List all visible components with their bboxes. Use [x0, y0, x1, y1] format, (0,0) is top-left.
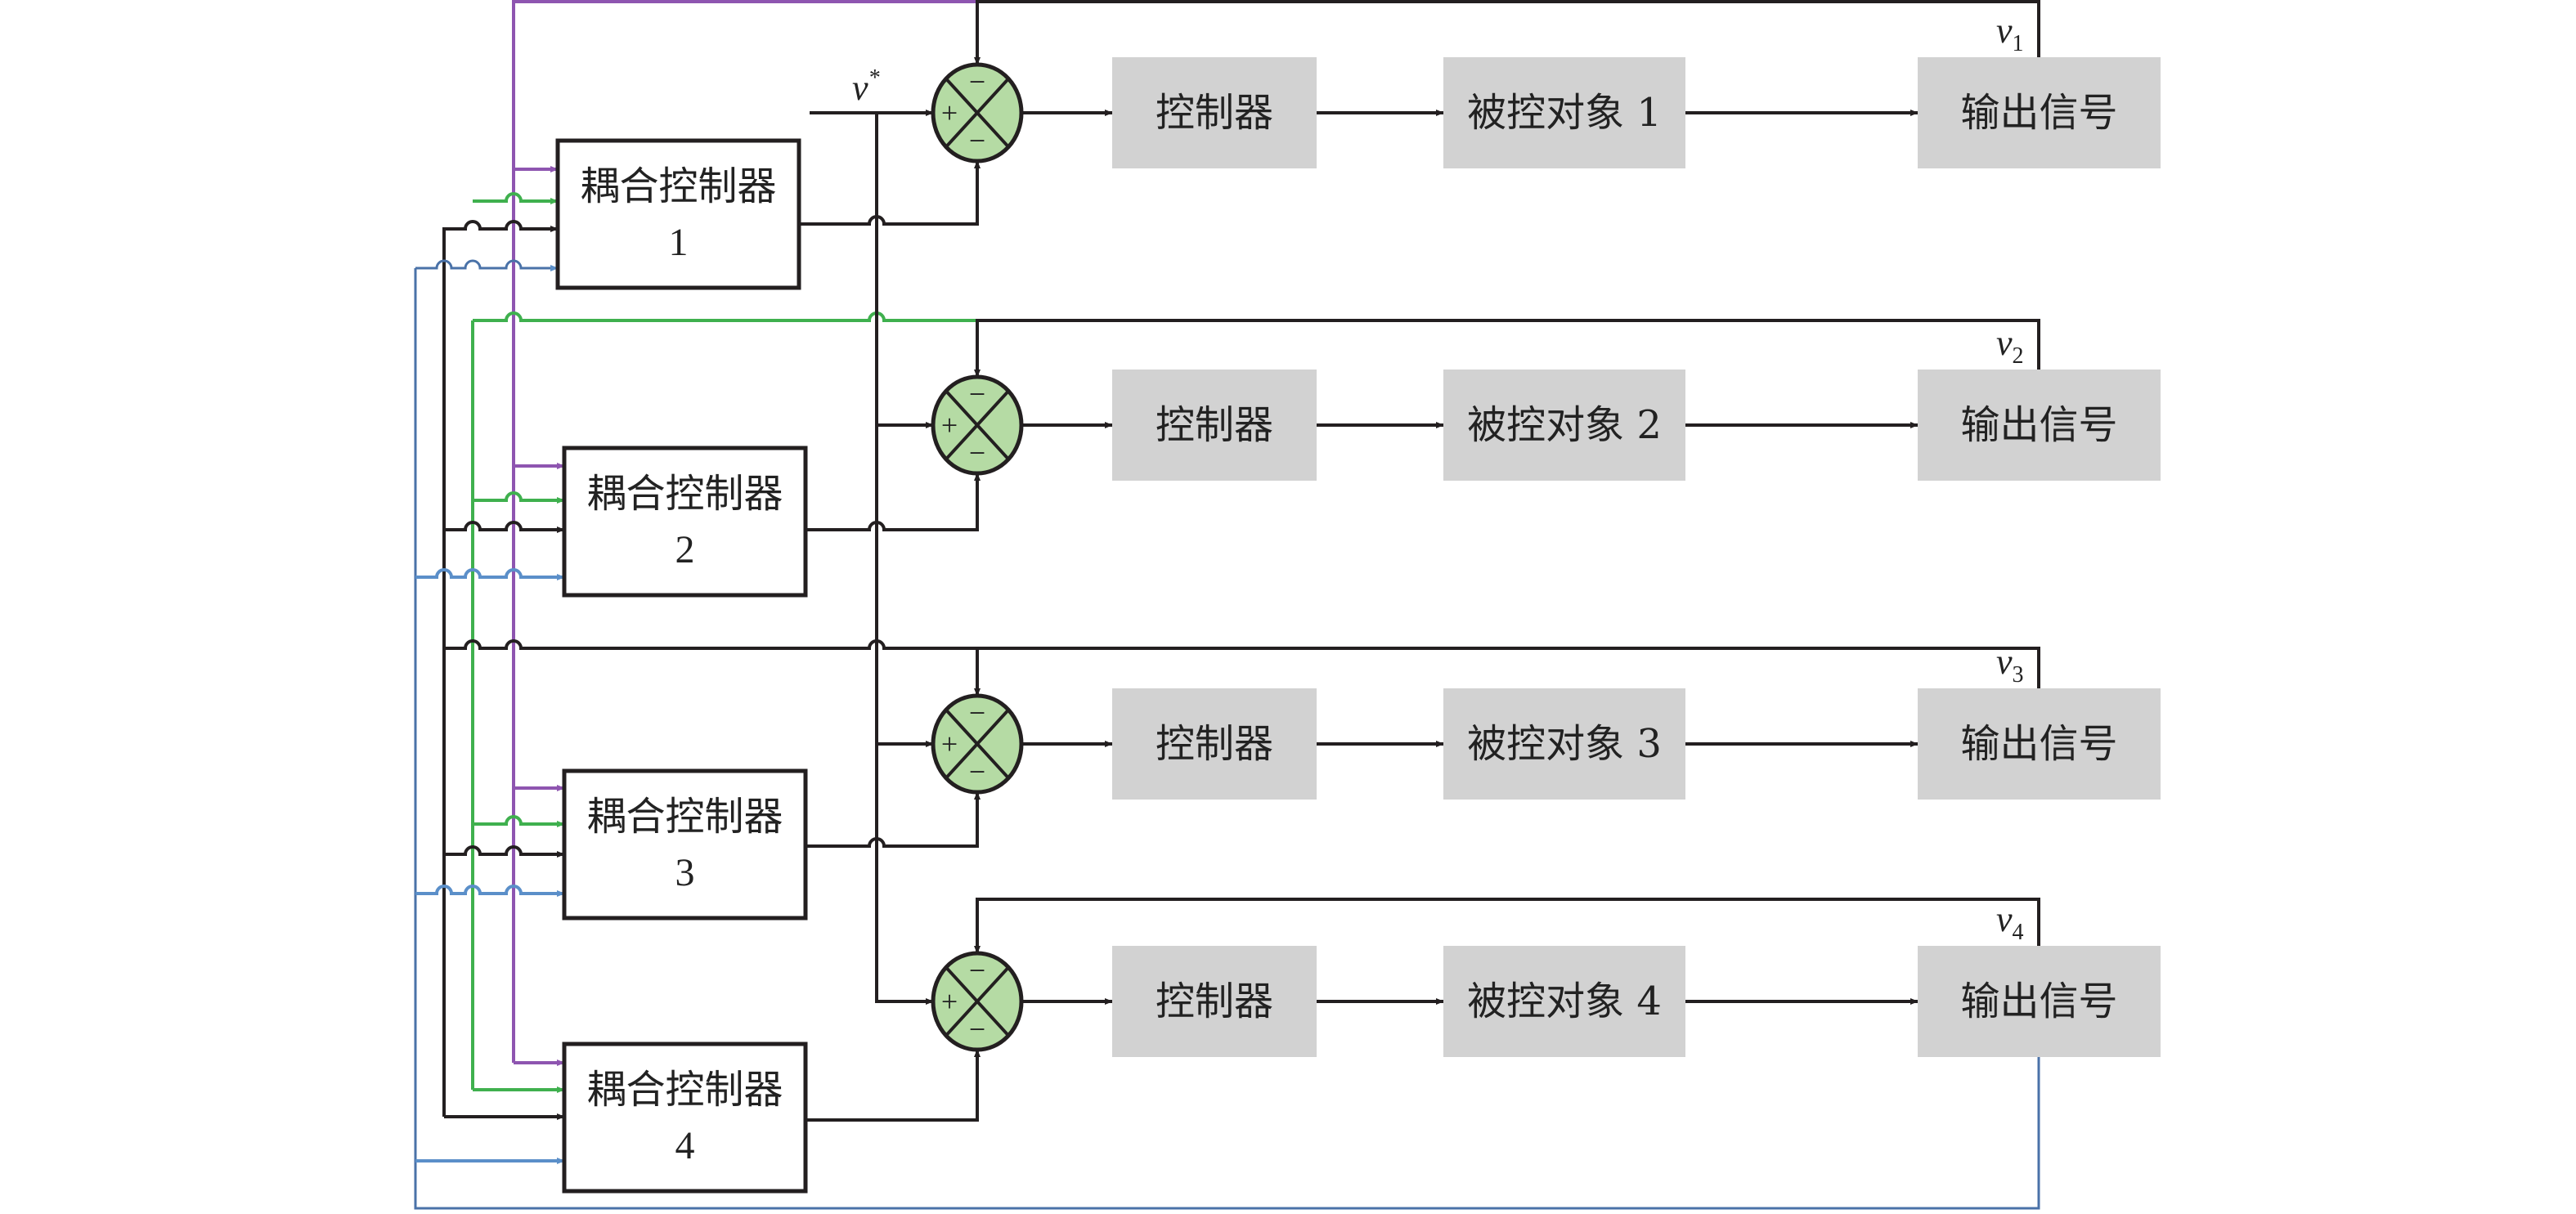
coupling-1-input-v4	[415, 259, 559, 271]
output-signal-1-box	[1918, 57, 2161, 168]
summer-plus-sign: +	[941, 985, 958, 1018]
coupling-1-input-v2	[473, 192, 559, 204]
summer-minus-top-sign: −	[969, 954, 985, 987]
coupling-controller-3-index: 3	[675, 851, 695, 894]
feedback-v1-bus	[512, 0, 977, 1063]
feedback-v2-line	[473, 311, 977, 322]
controller-4-box	[1112, 946, 1317, 1057]
controller-2-box	[1112, 370, 1317, 481]
coupling-3-input-v2	[473, 815, 565, 827]
controller-3-label: 控制器	[1156, 721, 1273, 767]
summer-cross-line	[945, 966, 1010, 1037]
coupling-3-input-v3	[444, 845, 565, 858]
feedback-v4-bus	[414, 268, 2040, 1210]
summer-minus-bottom-sign: −	[969, 124, 985, 157]
plant-2-label: 被控对象 2	[1467, 402, 1662, 448]
coupling-controller-4-index: 4	[675, 1124, 695, 1167]
coupling-controller-1-label: 耦合控制器	[580, 164, 776, 209]
coupling-2-input-v3	[444, 521, 565, 533]
coupling-2-output	[806, 473, 981, 531]
plant-3-box	[1443, 688, 1685, 800]
reference-bus	[875, 113, 934, 1005]
summer-minus-bottom-sign: −	[969, 755, 985, 788]
feedback-v3-line	[444, 639, 977, 650]
summer-cross-line	[945, 390, 1010, 460]
output-signal-4-label: 输出信号	[1960, 979, 2117, 1024]
coupling-4-output	[806, 1049, 981, 1122]
summer-minus-bottom-sign: −	[969, 437, 985, 469]
coupling-controller-2-index: 2	[675, 528, 695, 571]
summer-plus-sign: +	[941, 96, 958, 129]
feedback-v3-label: v3	[1996, 642, 2024, 688]
controller-1-label: 控制器	[1156, 90, 1273, 136]
coupling-controller-3-box	[562, 768, 808, 921]
reference-signal-label: v*	[852, 65, 880, 108]
summer-minus-bottom-sign: −	[969, 1013, 985, 1046]
plant-4-box	[1443, 946, 1685, 1057]
summer-minus-top-sign: −	[969, 65, 985, 98]
summer-minus-top-sign: −	[969, 697, 985, 729]
output-signal-2-box	[1918, 370, 2161, 481]
coupling-1-output	[799, 160, 981, 226]
output-signal-3-label: 输出信号	[1960, 721, 2117, 767]
summer-plus-sign: +	[941, 728, 958, 760]
loop-3: 耦合控制器 3 +− − 控制器 被控对象 3 输出信号 v3	[562, 642, 2161, 921]
feedback-v2-return	[974, 319, 2040, 378]
output-signal-2-label: 输出信号	[1960, 402, 2117, 448]
summer-cross-line	[945, 709, 1010, 779]
coupling-3-input-v4	[415, 885, 565, 897]
output-signal-3-box	[1918, 688, 2161, 800]
feedback-v3-return	[974, 647, 2040, 697]
plant-2-box	[1443, 370, 1685, 481]
plant-1-box	[1443, 57, 1685, 168]
feedback-v1-return	[974, 0, 2040, 65]
coupling-2-input-v2	[473, 491, 565, 504]
coupling-1-input-v3	[444, 220, 559, 232]
plant-1-label: 被控对象 1	[1467, 90, 1662, 136]
feedback-v2-label: v2	[1996, 323, 2024, 369]
coupling-controller-3-label: 耦合控制器	[586, 794, 783, 840]
controller-3-box	[1112, 688, 1317, 800]
loop-2: 耦合控制器 2 +− − 控制器 被控对象 2 输出信号 v2	[562, 323, 2161, 598]
summer-plus-sign: +	[941, 409, 958, 441]
plant-3-label: 被控对象 3	[1467, 721, 1662, 767]
coupling-3-output	[806, 791, 981, 848]
controller-4-label: 控制器	[1156, 979, 1273, 1024]
coupling-controller-2-label: 耦合控制器	[586, 471, 783, 517]
output-signal-1-label: 输出信号	[1960, 90, 2117, 136]
loop-1: 耦合控制器 1 +− − 控制器 被控对象 1 输出信号 v1	[555, 11, 2161, 290]
labels: v*	[852, 65, 880, 108]
coupling-controller-4-box	[562, 1042, 808, 1194]
coupling-controller-1-index: 1	[669, 221, 689, 264]
wires	[414, 0, 2040, 1210]
feedback-v4-return	[974, 898, 2040, 954]
summer-minus-top-sign: −	[969, 378, 985, 410]
summer-cross-line	[945, 78, 1010, 148]
loop-4: 耦合控制器 4 +− − 控制器 被控对象 4 输出信号 v4	[562, 899, 2161, 1194]
coupling-controller-4-label: 耦合控制器	[586, 1067, 783, 1113]
coupling-controller-1-box	[555, 138, 801, 290]
plant-4-label: 被控对象 4	[1467, 979, 1662, 1024]
output-signal-4-box	[1918, 946, 2161, 1057]
feedback-v1-label: v1	[1996, 11, 2024, 56]
controller-2-label: 控制器	[1156, 402, 1273, 448]
coupling-2-input-v4	[415, 568, 565, 580]
feedback-v4-label: v4	[1996, 899, 2024, 945]
coupling-controller-2-box	[562, 446, 808, 598]
controller-1-box	[1112, 57, 1317, 168]
